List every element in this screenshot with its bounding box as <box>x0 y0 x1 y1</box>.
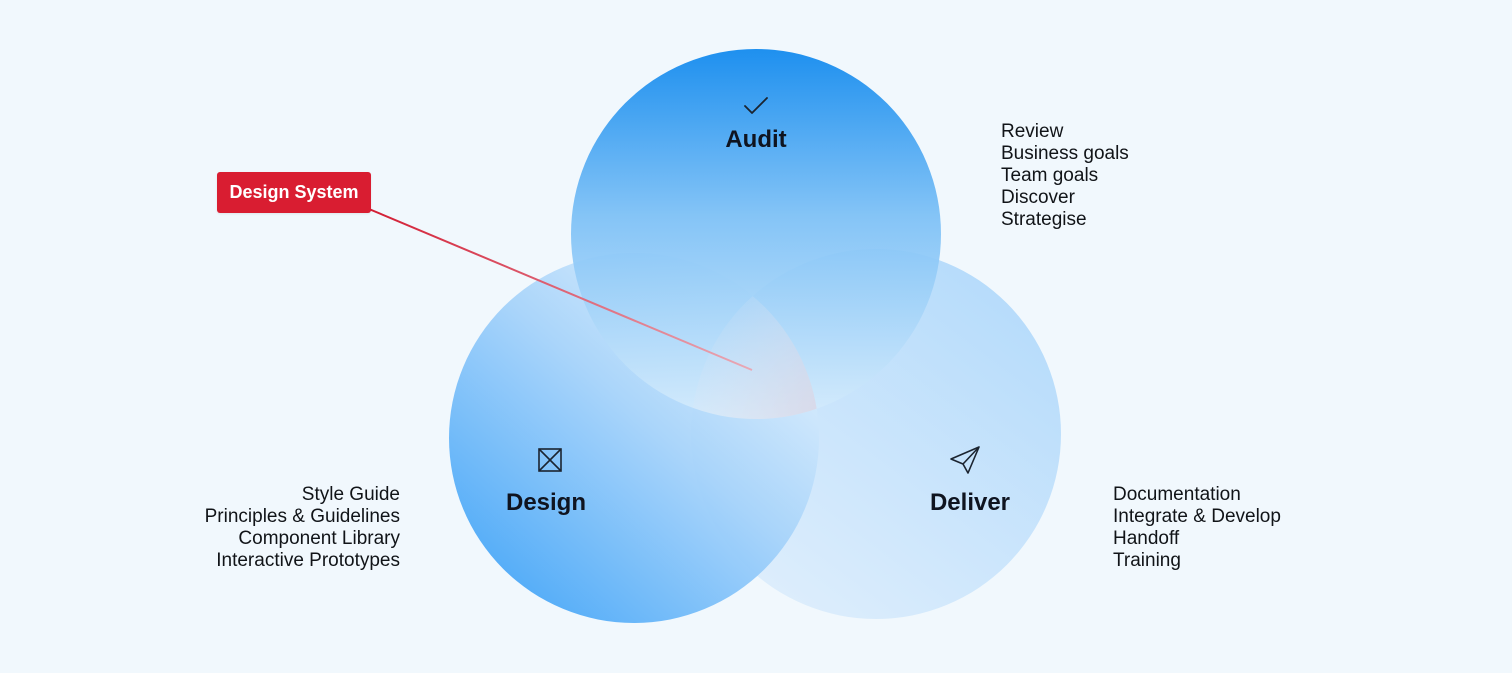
checkmark-icon <box>744 97 768 114</box>
list-item: Team goals <box>1001 165 1099 186</box>
list-item: Integrate & Develop <box>1113 506 1281 527</box>
deliver-items-list: Documentation Integrate & Develop Handof… <box>1113 484 1281 572</box>
deliver-title: Deliver <box>930 489 1010 516</box>
callout-connector-line <box>368 208 753 371</box>
list-item: Business goals <box>1001 143 1129 164</box>
list-item: Component Library <box>238 528 400 549</box>
list-item: Style Guide <box>301 484 400 505</box>
list-item: Discover <box>1001 187 1075 208</box>
audit-title: Audit <box>725 126 786 153</box>
list-item: Interactive Prototypes <box>216 550 400 571</box>
list-item: Review <box>1001 121 1064 142</box>
audit-items-list: Review Business goals Team goals Discove… <box>1001 121 1129 231</box>
list-item: Training <box>1113 550 1181 571</box>
design-items-list: Style Guide Principles & Guidelines Comp… <box>205 484 400 572</box>
audit-circle <box>571 49 941 419</box>
list-item: Documentation <box>1113 484 1241 505</box>
list-item: Strategise <box>1001 209 1087 230</box>
design-title: Design <box>506 489 586 516</box>
image-placeholder-icon <box>538 448 562 472</box>
design-system-callout: Design System <box>217 172 371 213</box>
paper-plane-icon <box>950 446 980 474</box>
list-item: Principles & Guidelines <box>204 506 400 527</box>
center-intersection <box>691 253 819 419</box>
list-item: Handoff <box>1113 528 1180 549</box>
